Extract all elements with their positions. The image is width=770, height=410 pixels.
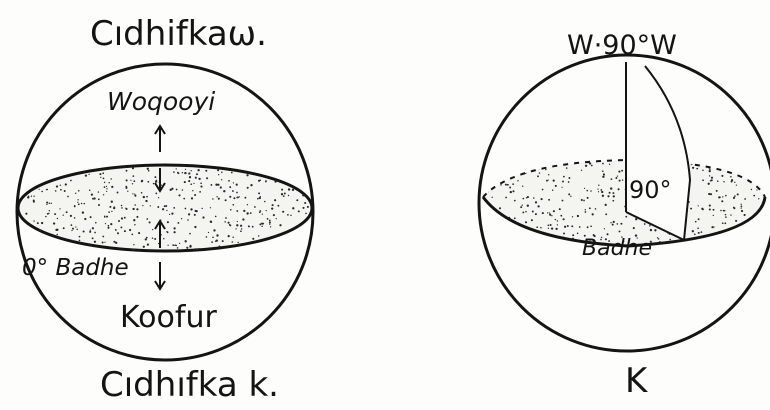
south-arrow: [155, 262, 165, 289]
north-label: Woqooyi: [107, 87, 215, 116]
right-equator-label: Badhe: [582, 236, 652, 261]
right-globe: W·90°W 90° Badhe K: [479, 30, 770, 401]
left-top-label: Cıdhifkaω.: [90, 14, 267, 54]
left-bottom-label: Cıdhıfka k.: [100, 365, 279, 405]
left-equator-label: 0° Badhe: [22, 255, 129, 281]
left-globe: Cıdhifkaω. Woqooyi 0° Badhe Koofur Cıdhı…: [17, 14, 313, 405]
angle-label: 90°: [629, 176, 672, 204]
right-top-label: W·90°W: [567, 30, 677, 61]
meridian-wedge: [626, 62, 690, 240]
left-equator-plane: [18, 165, 312, 251]
south-label: Koofur: [120, 300, 217, 335]
north-arrow: [155, 126, 165, 152]
right-bottom-label: K: [625, 361, 649, 401]
